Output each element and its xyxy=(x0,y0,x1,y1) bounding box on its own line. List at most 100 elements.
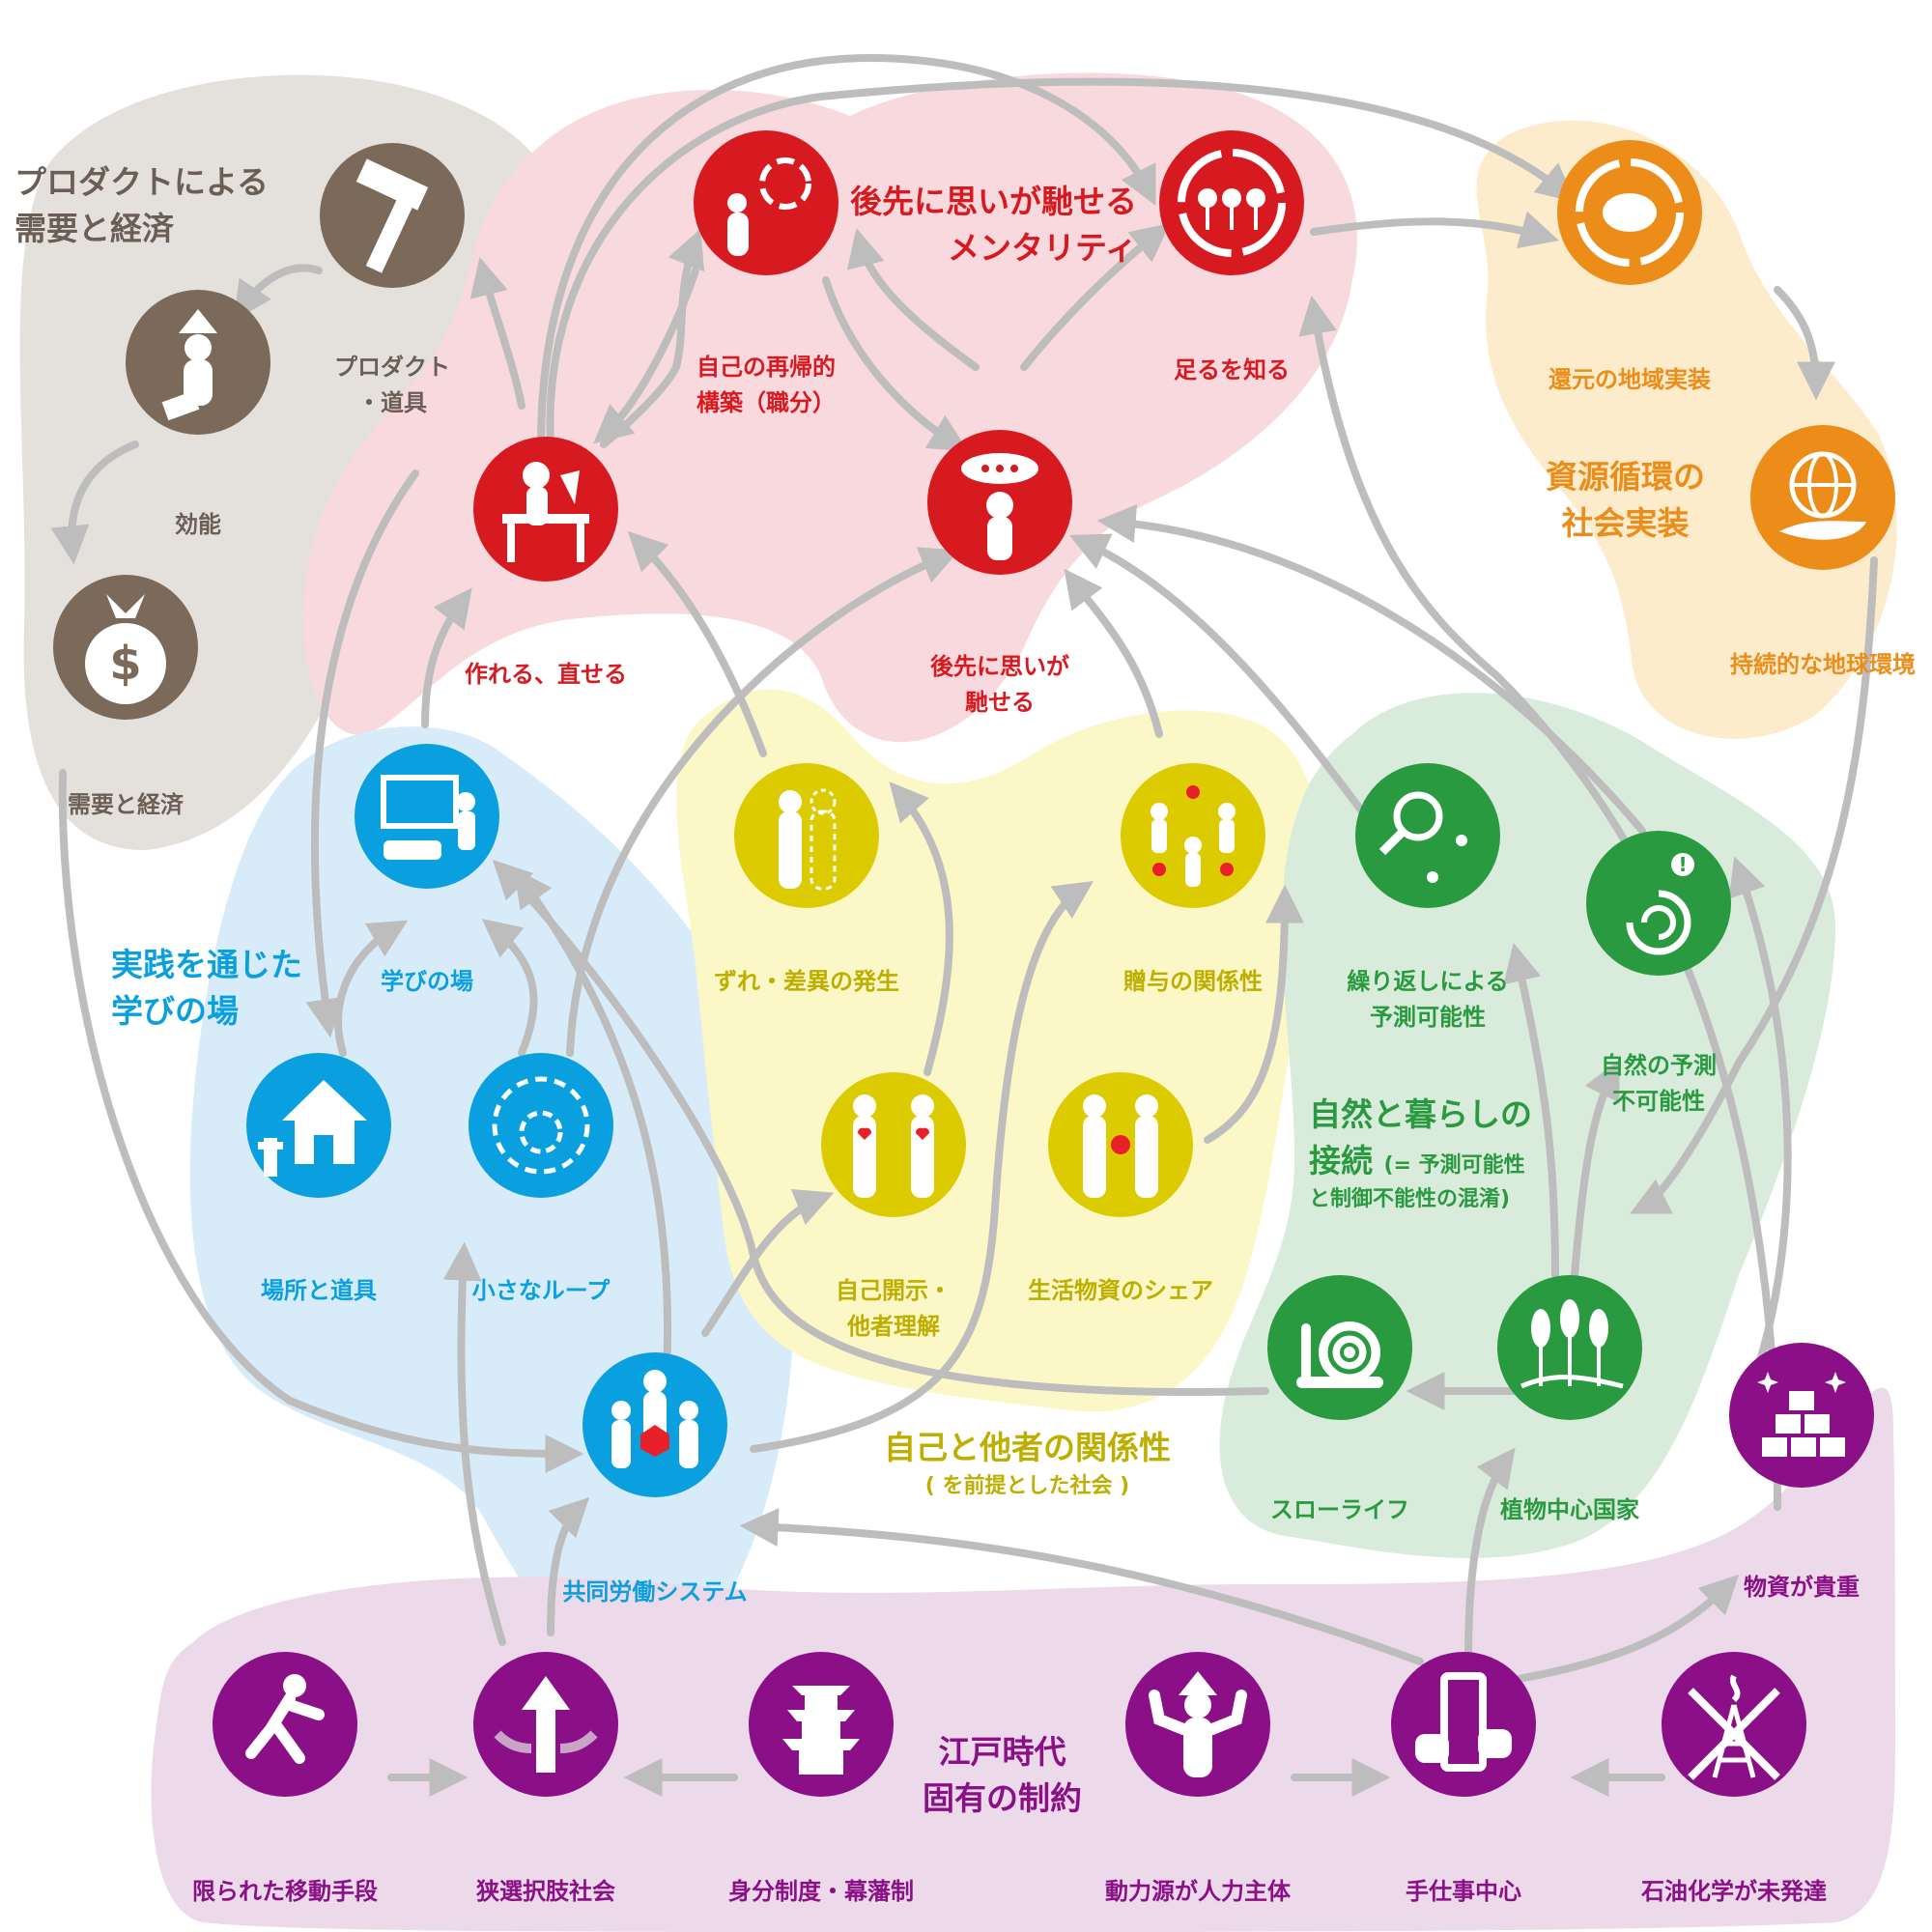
globe-hand-icon xyxy=(1750,425,1895,570)
node-status-system[interactable] xyxy=(749,1652,894,1797)
node-demand[interactable]: $ xyxy=(53,575,198,720)
node-human-power[interactable] xyxy=(1125,1652,1270,1797)
node-gap[interactable] xyxy=(734,763,879,908)
label-product-tool: プロダクト・道具 xyxy=(334,354,450,417)
node-unpredictability[interactable]: ! xyxy=(1586,831,1731,976)
two-figures-icon xyxy=(734,763,879,908)
house-icon xyxy=(246,1053,391,1198)
group-title-resource: 資源循環の社会実装 xyxy=(1546,458,1705,542)
arrow xyxy=(1064,568,1163,738)
magnifier-cycle-icon xyxy=(1355,763,1500,908)
node-product-tool[interactable] xyxy=(320,143,465,288)
hearts-icon xyxy=(821,1072,966,1217)
rice-plant-icon xyxy=(1497,1275,1642,1420)
node-learning-place[interactable] xyxy=(355,744,499,889)
arrow xyxy=(739,1508,1424,1665)
arrow xyxy=(750,880,1094,1453)
arrow xyxy=(1503,942,1559,1279)
resource-group-area xyxy=(1476,120,1897,739)
label-predictability: 繰り返しによる予測可能性 xyxy=(1347,968,1509,1032)
label-unpredictability: 自然の予測不可能性 xyxy=(1601,1052,1717,1116)
arrow xyxy=(1096,504,1646,835)
node-predictability[interactable] xyxy=(1355,763,1500,908)
label-petro: 石油化学が未発達 xyxy=(1641,1878,1827,1905)
label-place-tools: 場所と道具 xyxy=(261,1277,377,1304)
arrow xyxy=(547,1496,590,1636)
label-demand: 需要と経済 xyxy=(68,791,184,818)
node-local-impl[interactable] xyxy=(1557,140,1702,285)
node-handcraft[interactable] xyxy=(1391,1652,1536,1797)
node-cooperative[interactable] xyxy=(582,1352,727,1497)
group-title-learning: 実践を通じた学びの場 xyxy=(111,946,302,1030)
label-cooperative: 共同労働システム xyxy=(562,1578,748,1605)
gift-circle-icon xyxy=(1121,763,1265,908)
label-efficacy: 効能 xyxy=(175,511,221,538)
runner-icon xyxy=(213,1652,357,1797)
node-self-reconstruct[interactable] xyxy=(694,130,838,275)
label-narrow-choice: 狭選択肢社会 xyxy=(476,1878,615,1905)
arrow xyxy=(889,781,953,1076)
hammer-icon xyxy=(320,143,465,288)
label-plant-nation: 植物中心国家 xyxy=(1500,1496,1639,1523)
arrow xyxy=(481,918,538,1057)
node-small-loop[interactable] xyxy=(469,1053,613,1198)
svg-text:$: $ xyxy=(109,637,141,691)
label-status-system: 身分制度・幕藩制 xyxy=(728,1878,914,1905)
arrow xyxy=(1068,533,1395,854)
arrow xyxy=(469,257,526,410)
arrow xyxy=(537,53,1156,448)
group-title-product: プロダクトによる需要と経済 xyxy=(14,163,270,247)
label-sustainable-env: 持続的な地球環境 xyxy=(1730,651,1916,678)
money-bag-icon: $ xyxy=(53,575,198,720)
label-think-ahead: 後先に思いが馳せる xyxy=(930,653,1069,717)
arrow xyxy=(1728,856,1792,1385)
hands-tablet-icon xyxy=(1391,1652,1536,1797)
arrow xyxy=(822,276,969,452)
node-plant-nation[interactable] xyxy=(1497,1275,1642,1420)
plants-cycle-icon xyxy=(1159,130,1304,275)
node-petro[interactable] xyxy=(1662,1652,1806,1797)
group-title-nature: 自然と暮らしの 接続 (= 予測可能性 と制御不能性の混淆) xyxy=(1309,1095,1532,1211)
arrow xyxy=(1571,1060,1620,1279)
arrow xyxy=(546,77,1577,448)
node-know-enough[interactable] xyxy=(1159,130,1304,275)
group-title-edo: 江戸時代固有の制約 xyxy=(923,1733,1082,1817)
arrow xyxy=(701,1188,835,1337)
person-cycle-icon xyxy=(694,130,838,275)
label-know-enough: 足るを知る xyxy=(1174,356,1290,384)
arrow xyxy=(627,530,767,757)
label-self-disclosure: 自己開示・他者理解 xyxy=(836,1277,952,1341)
node-limited-move[interactable] xyxy=(213,1652,357,1797)
arrow xyxy=(1630,556,1878,1214)
node-slow-life[interactable] xyxy=(1267,1275,1412,1420)
arrow xyxy=(1464,1447,1516,1661)
label-slow-life: スローライフ xyxy=(1270,1496,1409,1523)
node-make-fix[interactable] xyxy=(473,437,618,582)
label-make-fix: 作れる、直せる xyxy=(465,661,627,688)
arrow xyxy=(566,547,960,1057)
node-efficacy[interactable] xyxy=(126,290,270,435)
node-scarce[interactable] xyxy=(1729,1343,1874,1488)
node-sustainable-env[interactable] xyxy=(1750,425,1895,570)
label-gift: 贈与の関係性 xyxy=(1123,968,1263,995)
pagoda-icon xyxy=(749,1652,894,1797)
node-self-disclosure[interactable] xyxy=(821,1072,966,1217)
node-gift[interactable] xyxy=(1121,763,1265,908)
arrow xyxy=(1310,211,1559,249)
label-gap: ずれ・差異の発生 xyxy=(714,968,899,995)
stacked-blocks-icon xyxy=(1729,1343,1874,1488)
node-sharing[interactable] xyxy=(1048,1072,1193,1217)
thinking-person-icon xyxy=(927,430,1072,575)
node-place-tools[interactable] xyxy=(246,1053,391,1198)
person-workbench-icon xyxy=(473,437,618,582)
node-think-ahead[interactable] xyxy=(927,430,1072,575)
loop-icon xyxy=(469,1053,613,1198)
svg-text:!: ! xyxy=(1678,853,1687,876)
label-human-power: 動力源が人力主体 xyxy=(1105,1878,1291,1905)
arrow xyxy=(1020,223,1171,371)
arrow xyxy=(1204,884,1304,1144)
group-title-relation: 自己と他者の関係性( を前提とした社会 ) xyxy=(884,1429,1171,1498)
label-small-loop: 小さなループ xyxy=(471,1277,611,1304)
node-narrow-choice[interactable] xyxy=(473,1652,618,1797)
whirlwind-icon: ! xyxy=(1586,831,1731,976)
